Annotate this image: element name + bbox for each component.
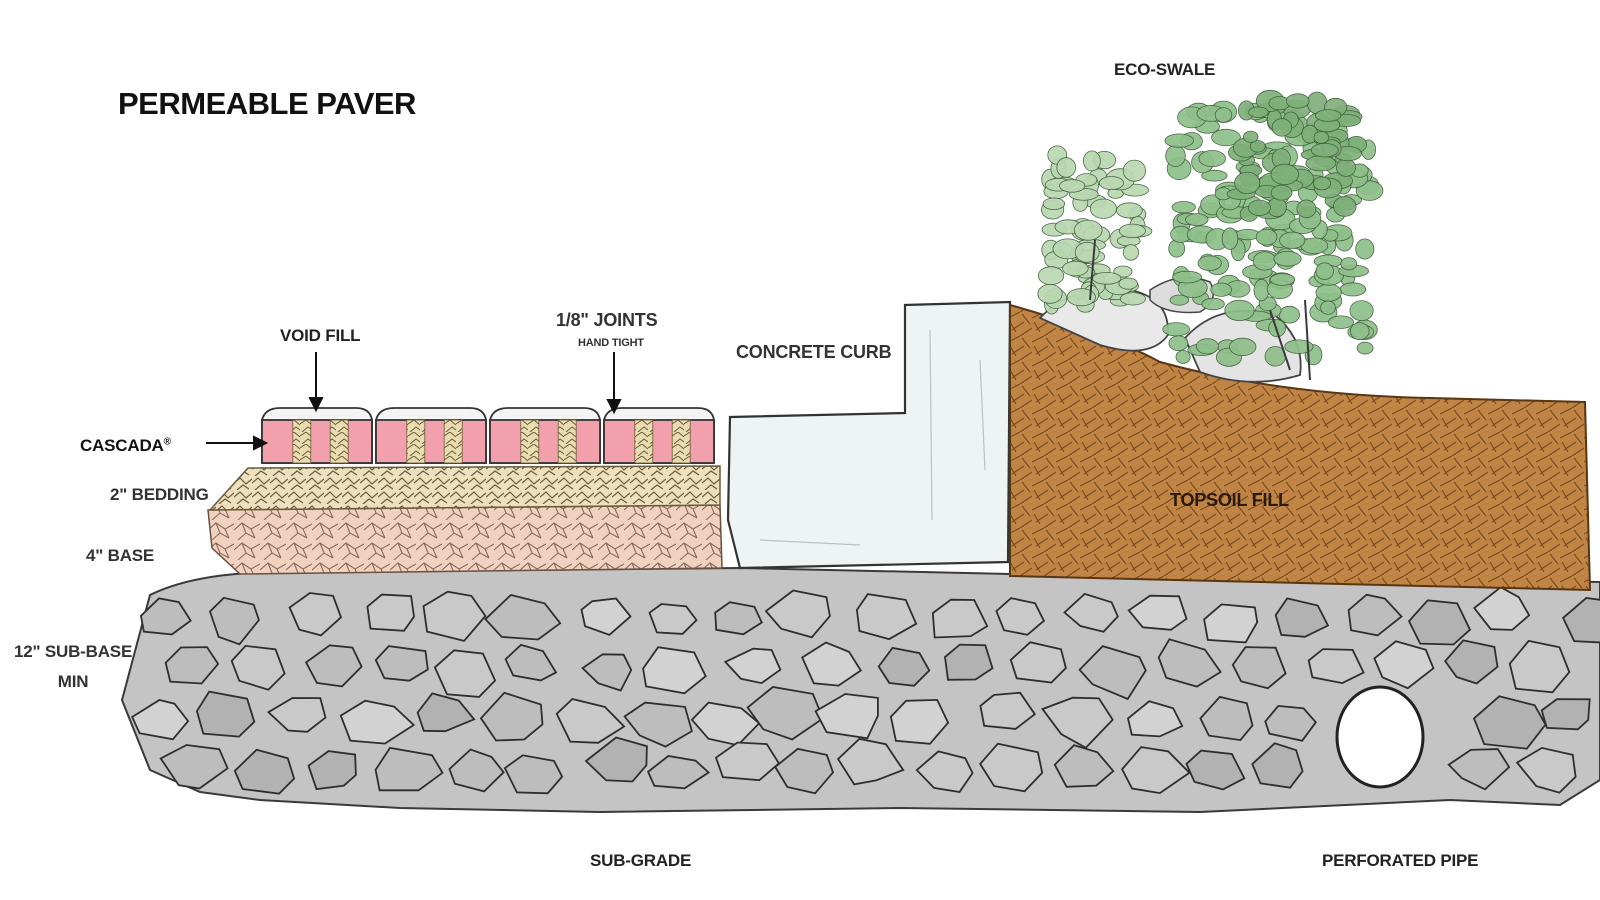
perforated-pipe-label: PERFORATED PIPE bbox=[1322, 851, 1479, 870]
eco-swale-plants bbox=[1037, 89, 1384, 381]
sub-grade-label: SUB-GRADE bbox=[590, 851, 692, 870]
base-label: 4" BASE bbox=[86, 546, 155, 565]
bedding-layer bbox=[208, 465, 721, 511]
topsoil-fill-label: TOPSOIL FILL bbox=[1170, 490, 1289, 510]
sub-base-label-line2: MIN bbox=[57, 672, 89, 691]
eco-swale-label: ECO-SWALE bbox=[1114, 60, 1216, 79]
void-fill-arrow bbox=[308, 352, 324, 413]
joints-label: 1/8" JOINTS bbox=[556, 310, 658, 330]
void-fill-label: VOID FILL bbox=[280, 326, 361, 345]
joints-arrow bbox=[606, 352, 622, 415]
joints-sublabel: HAND TIGHT bbox=[578, 337, 644, 349]
registered-mark: ® bbox=[163, 436, 171, 448]
diagram-title: PERMEABLE PAVER bbox=[118, 86, 416, 121]
paver-unit bbox=[375, 407, 487, 464]
concrete-curb-label: CONCRETE CURB bbox=[736, 342, 892, 362]
paver-unit bbox=[489, 407, 601, 464]
curb-shading bbox=[759, 329, 986, 546]
cascada-pavers bbox=[261, 407, 715, 464]
base-layer bbox=[207, 504, 723, 575]
cascada-arrow bbox=[206, 435, 269, 451]
sub-base-label-line1: 12" SUB-BASE bbox=[14, 642, 133, 661]
paver-unit bbox=[261, 407, 373, 464]
cascada-name: CASCADA bbox=[80, 436, 164, 455]
cascada-label: CASCADA® bbox=[80, 436, 171, 456]
sub-base-label: 12" SUB-BASE MIN bbox=[14, 637, 132, 697]
bedding-label: 2" BEDDING bbox=[110, 485, 209, 504]
perforated-pipe-shape bbox=[1335, 685, 1425, 789]
sub-base-rocks bbox=[131, 586, 1600, 795]
paver-unit bbox=[603, 407, 715, 464]
